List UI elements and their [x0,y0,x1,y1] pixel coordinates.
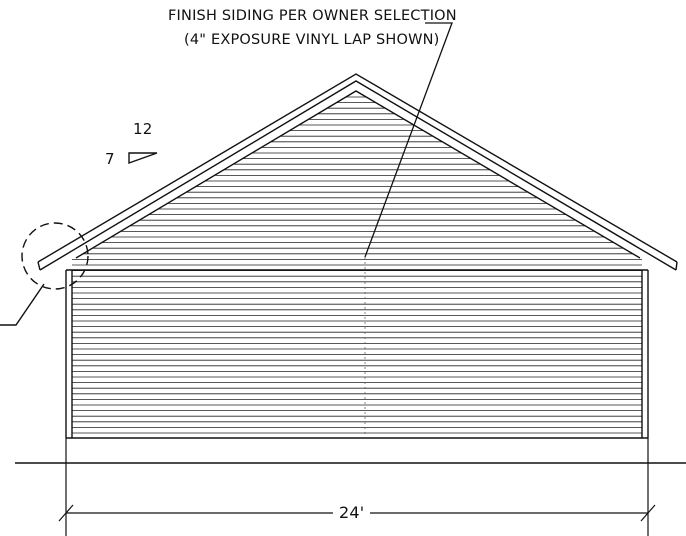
roof-line-outer [37,73,678,263]
slope-rise-label: 7 [105,150,115,168]
left-eave-fascia [37,261,41,271]
building-outline [65,269,649,439]
slope-triangle-icon [128,152,158,164]
dimension-tick-right [640,504,656,522]
siding-callout-line-1: FINISH SIDING PER OWNER SELECTION [168,8,457,24]
right-eave-fascia [675,261,678,271]
slope-run-label: 12 [133,120,153,138]
overall-width-label: 24' [333,503,371,522]
siding-lap-lines [72,96,642,434]
roof-outline [37,73,678,271]
dimension-tick-left [58,504,74,522]
siding-callout-leader [364,22,453,258]
roof-line-inner [75,90,641,259]
detail-callout-circle [21,222,89,290]
detail-leader-line [0,283,45,326]
roof-line-mid [39,80,677,271]
siding-callout-line-2: (4" EXPOSURE VINYL LAP SHOWN) [184,32,440,48]
